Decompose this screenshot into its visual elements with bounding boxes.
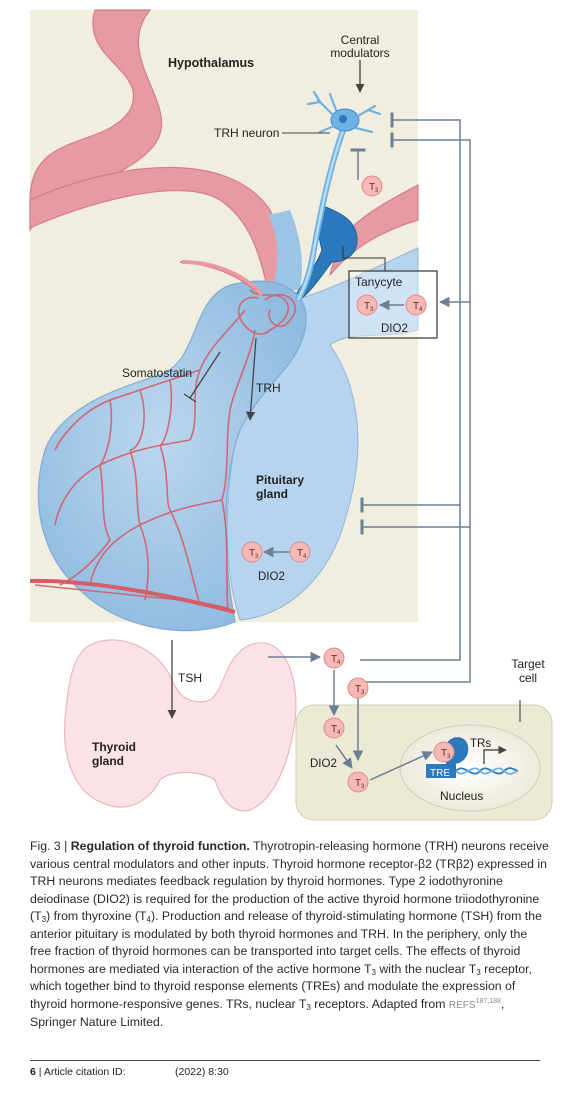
label-dio2-tanycyte: DIO2 <box>381 323 408 335</box>
footer-divider <box>30 1060 540 1061</box>
footer-label: | Article citation ID: <box>36 1066 126 1078</box>
label-somatostatin: Somatostatin <box>122 366 192 380</box>
label-thyroid-1: Thyroid <box>92 740 136 754</box>
thyroid-gland <box>65 640 296 811</box>
citation-id: (2022) 8:30 <box>175 1066 229 1078</box>
label-nucleus: Nucleus <box>440 789 483 803</box>
label-target-2: cell <box>519 671 537 685</box>
figure-caption: Fig. 3 | Regulation of thyroid function.… <box>30 838 550 1032</box>
label-central-modulators-1: Central <box>341 33 380 47</box>
label-dio2-pituitary: DIO2 <box>258 571 285 583</box>
label-thyroid-2: gland <box>92 754 124 768</box>
label-target-1: Target <box>511 657 545 671</box>
label-tsh: TSH <box>178 671 202 685</box>
label-trh: TRH <box>256 381 281 395</box>
label-tre: TRE <box>430 768 450 779</box>
page-footer: 6 | Article citation ID: (2022) 8:30 <box>30 1066 126 1078</box>
label-tanycyte: Tanycyte <box>355 275 403 289</box>
label-pituitary-1: Pituitary <box>256 473 304 487</box>
caption-title: Regulation of thyroid function. <box>71 839 250 853</box>
label-trh-neuron: TRH neuron <box>214 126 279 140</box>
label-central-modulators-2: modulators <box>330 46 389 60</box>
caption-fig-number: Fig. 3 <box>30 839 61 853</box>
thyroid-regulation-diagram: T3 T3 T4 T3 T4 T4 T3 T4 T3 T3 Hypothalam… <box>0 0 567 830</box>
label-hypothalamus: Hypothalamus <box>168 56 254 70</box>
label-dio2-cell: DIO2 <box>310 758 337 770</box>
label-trs: TRs <box>470 738 491 750</box>
label-pituitary-2: gland <box>256 487 288 501</box>
caption-refs-link[interactable]: REFS <box>449 1000 476 1011</box>
